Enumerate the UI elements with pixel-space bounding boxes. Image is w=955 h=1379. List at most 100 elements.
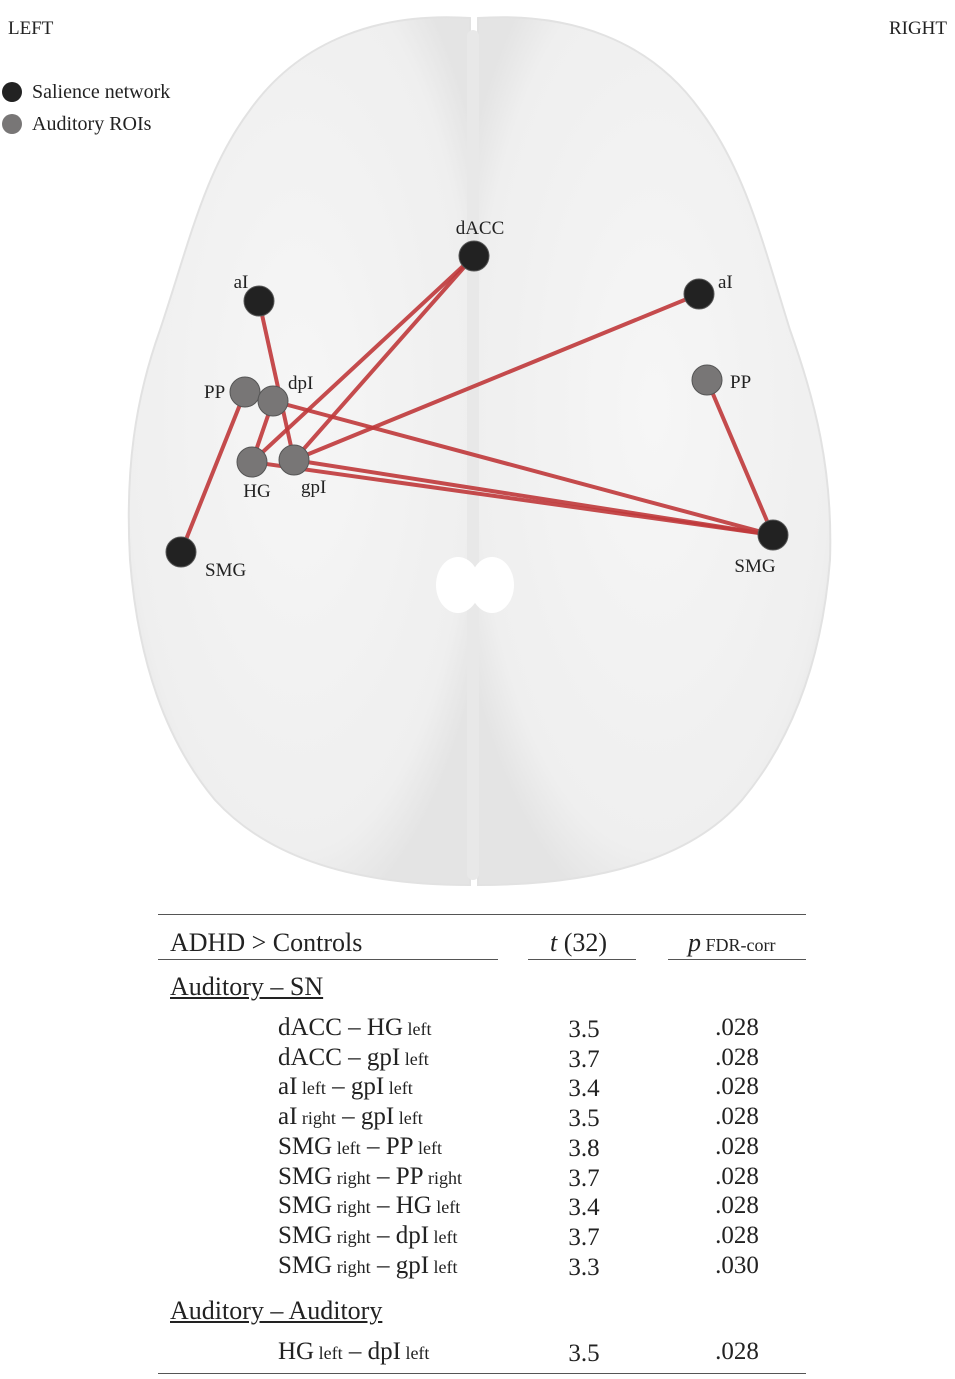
node-label-SMG_left: SMG: [205, 560, 246, 581]
node-label-aI_left: aI: [234, 272, 249, 293]
aud-row-pair-0: HG left – dpI left: [278, 1338, 429, 1366]
roi-b-side: left: [431, 1197, 461, 1218]
roi-b: gpI: [350, 1073, 385, 1101]
sn-row-pair-6: SMG right – HG left: [278, 1192, 460, 1220]
roi-b-side: left: [400, 1343, 430, 1363]
roi-a-side: left: [297, 1078, 326, 1099]
top-rule: [158, 914, 806, 915]
sn-row-t-value-2: 3.4: [568, 1075, 600, 1103]
sn-row-pair-5: SMG right – PP right: [278, 1163, 462, 1191]
roi-a: SMG: [278, 1162, 333, 1190]
sn-row-pair-3: aI right – gpI left: [278, 1103, 423, 1131]
roi-b: HG: [366, 1014, 404, 1041]
results-table: ADHD > Controls t (32) p FDR-corr Audito…: [158, 914, 806, 1376]
roi-b: dpI: [395, 1221, 430, 1249]
legend-label-auditory: Auditory ROIs: [32, 112, 152, 135]
sn-row-pair-4: SMG left – PP left: [278, 1133, 442, 1161]
sn-row-pair-1: dACC – gpI left: [278, 1044, 429, 1072]
node-label-SMG_right: SMG: [734, 556, 775, 577]
node-label-aI_right: aI: [718, 272, 733, 293]
roi-b: gpI: [360, 1103, 395, 1131]
roi-b-side: left: [400, 1048, 429, 1069]
roi-a: SMG: [278, 1251, 333, 1279]
node-aI_right: [683, 278, 715, 310]
roi-a: dACC: [278, 1014, 342, 1041]
roi-b-side: left: [429, 1256, 458, 1277]
header-p: p FDR-corr: [688, 928, 776, 958]
roi-b-side: left: [384, 1078, 413, 1099]
node-label-PP_right: PP: [730, 372, 751, 393]
edge-dACC-gpI_left: [292, 254, 476, 462]
roi-nodes: [165, 240, 789, 568]
header-rule-1: [158, 959, 498, 960]
header-rule-2: [528, 959, 636, 960]
roi-a: aI: [278, 1073, 298, 1101]
right-hemisphere: [477, 16, 832, 887]
roi-a-side: left: [332, 1137, 361, 1158]
header-rule-3: [668, 959, 806, 960]
sn-row-p-value-2: .028: [715, 1073, 759, 1101]
sn-row-t-value-1: 3.7: [568, 1045, 600, 1073]
dash: –: [341, 1043, 367, 1071]
sn-row-p-value-1: .028: [715, 1043, 759, 1071]
dash: –: [370, 1192, 396, 1220]
node-label-gpI_left: gpI: [301, 477, 326, 498]
right-label: RIGHT: [888, 18, 947, 39]
roi-a: aI: [278, 1103, 298, 1131]
sn-row-t-value-0: 3.5: [568, 1016, 600, 1043]
legend: Salience network Auditory ROIs: [2, 76, 170, 140]
sn-row-p-value-0: .028: [715, 1014, 759, 1041]
node-aI_left: [243, 285, 275, 317]
ventricle-right: [470, 557, 514, 613]
roi-b: HG: [395, 1192, 432, 1220]
roi-a-side: left: [314, 1343, 343, 1363]
legend-item-salience: Salience network: [2, 76, 170, 108]
ventricle-left: [436, 557, 480, 613]
roi-a-side: right: [297, 1108, 336, 1129]
dash: –: [370, 1251, 396, 1279]
roi-a: SMG: [278, 1132, 333, 1160]
legend-label-salience: Salience network: [32, 80, 171, 103]
roi-b: dpI: [367, 1338, 401, 1365]
roi-b-side: left: [429, 1226, 458, 1247]
sn-row-pair-0: dACC – HG left: [278, 1014, 432, 1042]
header-t-df: (32): [557, 928, 608, 957]
roi-b-side: left: [413, 1137, 442, 1158]
node-PP_right: [691, 364, 723, 396]
edge-SMG_right-PP_right: [705, 378, 775, 537]
sn-row-t-value-4: 3.8: [568, 1134, 600, 1162]
roi-a-side: right: [332, 1167, 371, 1188]
roi-a-side: right: [332, 1197, 371, 1218]
roi-a-side: right: [332, 1256, 371, 1277]
header-contrast: ADHD > Controls: [170, 928, 363, 957]
node-SMG_left: [165, 536, 197, 568]
sn-row-pair-8: SMG right – gpI left: [278, 1252, 458, 1280]
sn-row-p-value-7: .028: [715, 1221, 759, 1249]
section-auditory-auditory: Auditory – Auditory: [170, 1296, 383, 1325]
roi-b: gpI: [366, 1043, 401, 1071]
sn-row-t-value-3: 3.5: [568, 1105, 600, 1133]
dash: –: [341, 1014, 367, 1041]
sn-row-p-value-8: .030: [715, 1251, 759, 1279]
roi-b-side: left: [403, 1019, 432, 1039]
node-label-PP_left: PP: [204, 382, 225, 403]
roi-a: HG: [278, 1338, 315, 1365]
node-dACC: [458, 240, 490, 272]
node-label-dpI_left: dpI: [288, 373, 313, 394]
sn-row-p-value-4: .028: [715, 1132, 759, 1160]
sn-row-t-value-6: 3.4: [568, 1194, 600, 1222]
aud-row-p-value-0: .028: [715, 1338, 759, 1365]
auditory-dot-icon: [2, 114, 22, 134]
dash: –: [370, 1162, 396, 1190]
roi-b: PP: [395, 1162, 424, 1190]
legend-item-auditory: Auditory ROIs: [2, 108, 170, 140]
sn-row-pair-7: SMG right – dpI left: [278, 1222, 458, 1250]
sn-row-t-value-5: 3.7: [568, 1164, 600, 1192]
sn-row-t-value-8: 3.3: [568, 1253, 600, 1281]
edge-aI_left-gpI_left: [257, 299, 296, 462]
dash: –: [335, 1103, 361, 1131]
roi-a: dACC: [278, 1043, 342, 1071]
dash: –: [325, 1073, 351, 1101]
